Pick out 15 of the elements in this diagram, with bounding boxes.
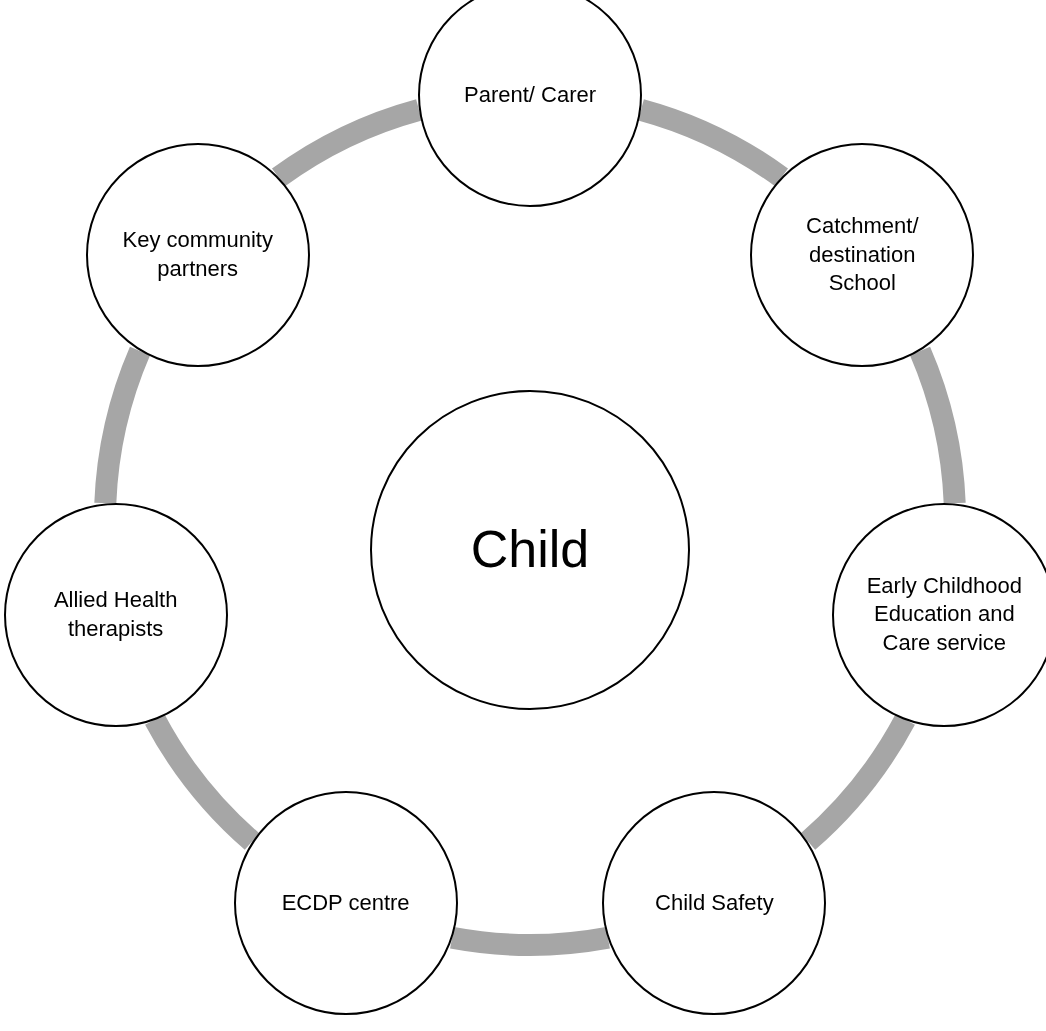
circle-node: Child <box>370 390 690 710</box>
circle-node: ECDP centre <box>233 790 458 1015</box>
ring-connector <box>94 347 151 505</box>
ring-connector <box>450 926 610 956</box>
circle-node: Catchment/ destination School <box>750 143 975 367</box>
ring-connector <box>909 347 966 505</box>
circle-node: Child Safety <box>602 790 827 1015</box>
ring-connector <box>145 713 260 850</box>
ring-connector <box>637 99 788 187</box>
ring-connector <box>272 99 423 187</box>
ring-connector <box>800 713 915 850</box>
circle-node: Early Childhood Education and Care service <box>832 502 1046 727</box>
circle-node: Allied Health therapists <box>3 502 228 727</box>
circle-node: Key community partners <box>85 143 310 367</box>
circle-node: Parent/ Carer <box>418 0 642 207</box>
